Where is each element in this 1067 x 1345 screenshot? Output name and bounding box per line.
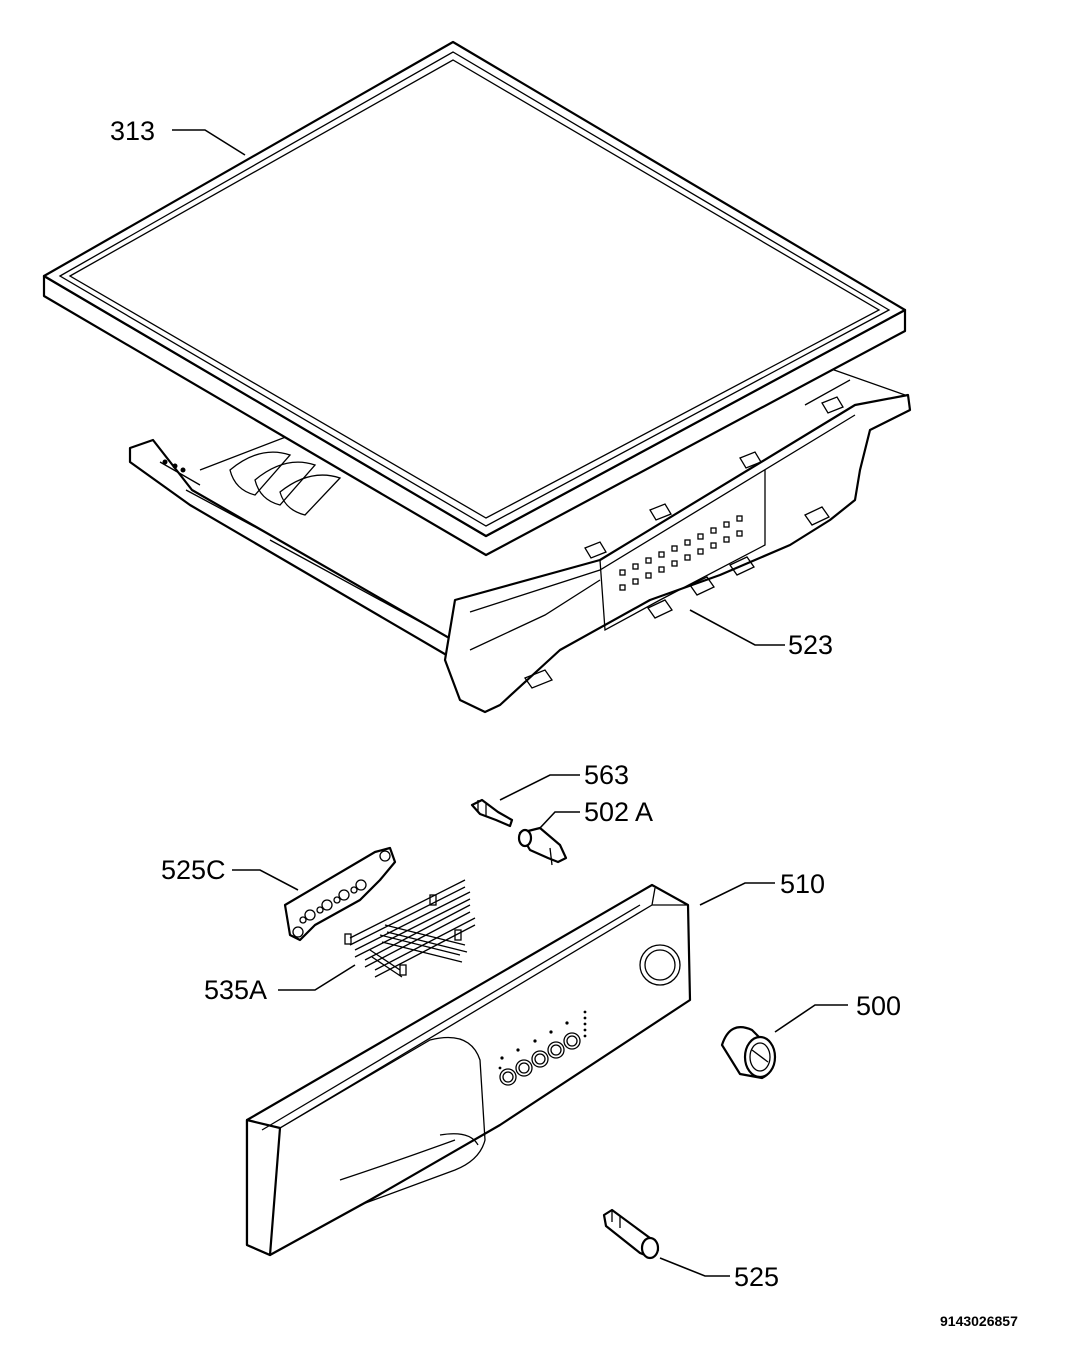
label-523: 523 (788, 630, 833, 660)
part-500-knob (720, 1026, 777, 1080)
label-525c: 525C (161, 855, 226, 885)
part-535a-pins (344, 879, 476, 978)
label-535a: 535A (204, 975, 267, 1005)
part-525c-holder (283, 846, 397, 942)
drawing-number: 9143026857 (940, 1313, 1018, 1329)
part-502a-switch (517, 826, 568, 866)
part-labels: 313 523 563 502 A 525C 510 535A 500 525 … (110, 116, 1018, 1329)
part-563-pin (470, 798, 514, 828)
part-313-top-panel (42, 40, 907, 557)
part-510-fascia (245, 883, 692, 1257)
label-510: 510 (780, 869, 825, 899)
label-525: 525 (734, 1262, 779, 1292)
part-525-lamp (602, 1208, 660, 1260)
label-500: 500 (856, 991, 901, 1021)
label-563: 563 (584, 760, 629, 790)
label-313: 313 (110, 116, 155, 146)
leader-lines (172, 129, 848, 1277)
label-502a: 502 A (584, 797, 653, 827)
